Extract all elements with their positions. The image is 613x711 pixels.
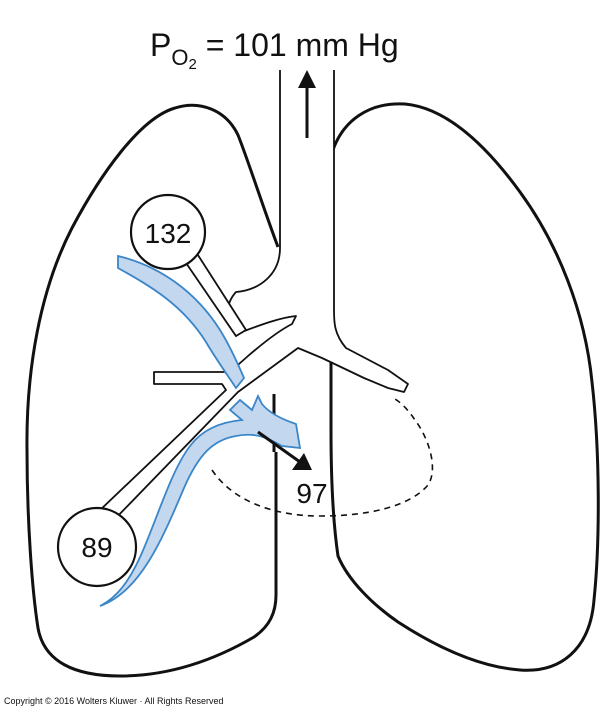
- upper-alveolus-bubble: [129, 193, 207, 271]
- po2-symbol: P: [150, 27, 171, 63]
- mixed-po2-label: 97: [296, 478, 327, 509]
- lower-blood-vessel: [99, 393, 302, 607]
- upper-blood-vessel: [117, 254, 246, 390]
- trachea-flow-arrow-head: [298, 70, 316, 88]
- mixed-flow-arrow-head: [292, 453, 312, 470]
- bronchial-tree: [97, 70, 409, 523]
- po2-subscript-2: 2: [188, 56, 196, 73]
- dashed-lower-region: [211, 397, 434, 517]
- mixed-flow-arrow-shaft: [257, 430, 301, 464]
- lower-alveolus-bubble: [56, 506, 138, 588]
- po2-title: PO2 = 101 mm Hg: [150, 27, 399, 73]
- copyright-notice: Copyright © 2016 Wolters Kluwer · All Ri…: [4, 696, 224, 706]
- left-lung-outline: [25, 103, 280, 678]
- lower-alveolus-po2: 89: [81, 532, 112, 563]
- right-lung-outline: [328, 102, 600, 672]
- po2-subscript: O: [171, 45, 188, 70]
- po2-value: = 101 mm Hg: [197, 27, 399, 63]
- upper-alveolus-po2: 132: [145, 218, 192, 249]
